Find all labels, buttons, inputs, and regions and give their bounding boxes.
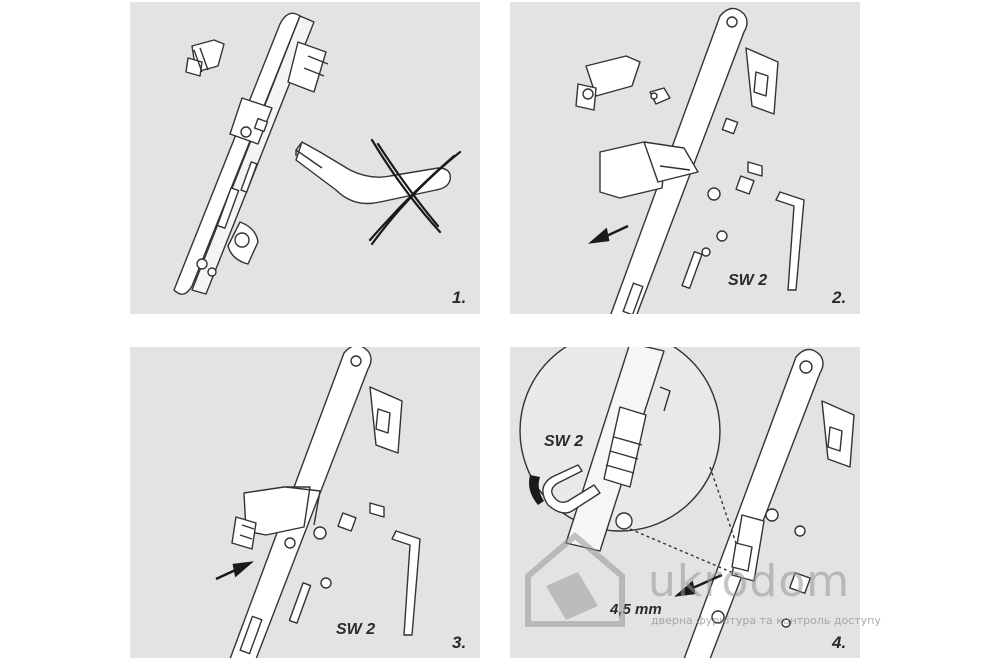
allen-key-size-label: SW 2 (336, 621, 376, 638)
step-number: 4. (832, 633, 847, 652)
step-3-illustration (215, 347, 421, 658)
step-4-illustration (519, 347, 855, 658)
watermark-tagline: дверна фурнітура та контроль доступу (651, 614, 881, 627)
step-2-panel: SW 2 2. (510, 2, 860, 314)
house-logo-icon (525, 532, 625, 627)
allen-key-size-label: SW 2 (728, 272, 768, 289)
allen-key-size-label: SW 2 (544, 433, 584, 450)
step-3-panel: SW 2 3. (130, 347, 480, 658)
watermark-brand: ukrodom (648, 556, 851, 607)
step-number: 1. (452, 288, 467, 307)
step-1-panel: 1. (130, 2, 480, 314)
step-number: 3. (452, 633, 467, 652)
step-number: 2. (832, 288, 847, 307)
step-1-illustration (173, 12, 462, 295)
step-2-illustration (575, 7, 805, 314)
